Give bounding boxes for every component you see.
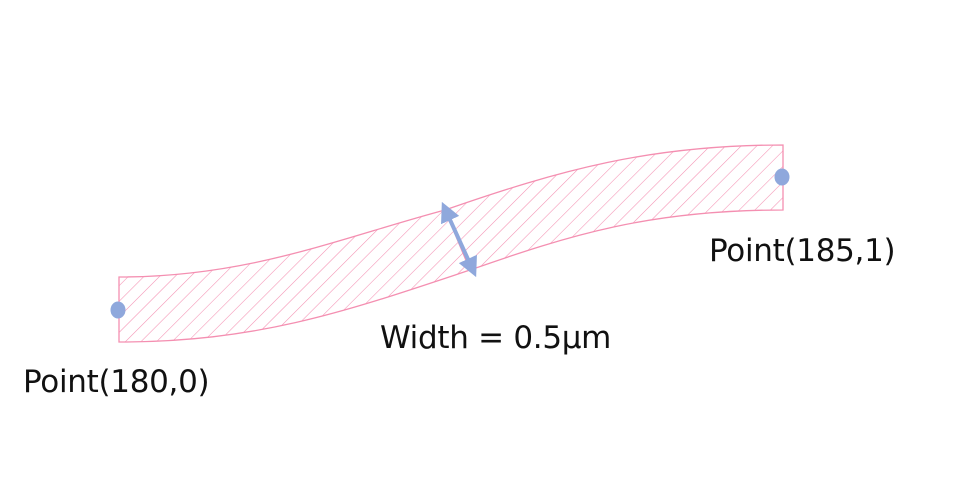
width-arrow	[441, 201, 477, 278]
end-point-label: Point(185,1)	[709, 233, 896, 269]
start-point-label: Point(180,0)	[23, 364, 210, 400]
start-point-marker	[110, 301, 126, 319]
end-point-marker	[774, 168, 790, 186]
waveguide-bend	[118, 144, 784, 343]
width-label: Width = 0.5μm	[380, 320, 612, 356]
